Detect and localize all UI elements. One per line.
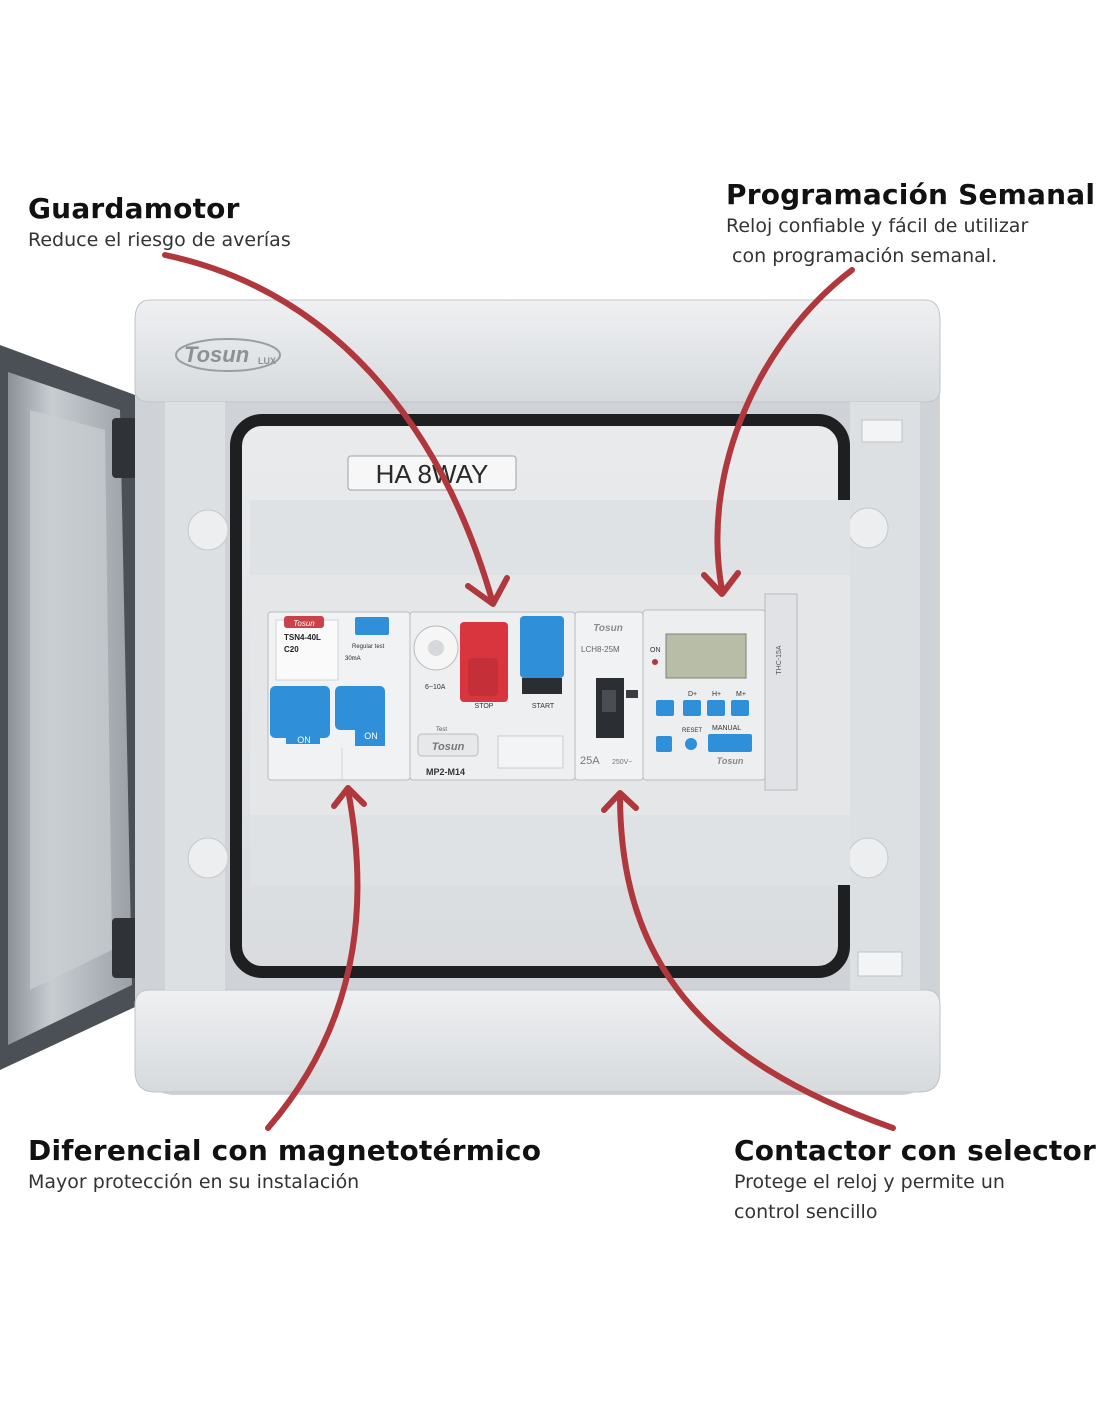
timer-reset-label: RESET — [682, 728, 702, 734]
mp-test-label: Test — [436, 727, 447, 733]
mp-range: 6~10A — [425, 684, 446, 691]
rcbo-sensitivity: 30mA — [345, 656, 361, 662]
enclosure-brand-suffix: LUX — [258, 356, 276, 366]
mp-brand: Tosun — [432, 741, 465, 753]
contactor-rating: 25A — [580, 755, 600, 767]
arrow-programacion — [714, 267, 855, 593]
callout-guardamotor: Guardamotor Reduce el riesgo de averías — [28, 192, 291, 255]
callout-programacion-title: Programación Semanal — [726, 178, 1096, 211]
timer-h-label: H+ — [712, 691, 721, 698]
rcbo-on-right: ON — [364, 731, 378, 741]
contactor: Tosun LCH8-25M 25A 250V~ — [574, 611, 644, 781]
timer-model: THC-15A — [776, 645, 783, 675]
callout-diferencial-desc: Mayor protección en su instalación — [28, 1171, 360, 1193]
callout-contactor: Contactor con selector Protege el reloj … — [734, 1134, 1096, 1227]
arrow-diferencial-head — [331, 785, 367, 809]
callout-diferencial-title: Diferencial con magnetotérmico — [28, 1134, 542, 1167]
enclosure-brand-text: Tosun — [184, 342, 249, 367]
timer-h-button[interactable] — [707, 700, 725, 716]
timer-manual-label: MANUAL — [712, 725, 741, 732]
rcbo-test-label: Regular test — [352, 644, 385, 650]
contactor-voltage: 250V~ — [612, 759, 632, 766]
rcbo-test-button[interactable] — [355, 617, 389, 635]
timer-lcd — [665, 633, 747, 679]
timer-d-button[interactable] — [683, 700, 701, 716]
start-button[interactable] — [520, 616, 564, 678]
stop-label: STOP — [475, 703, 494, 710]
rcbo-model: TSN4-40L — [284, 633, 321, 642]
timer-clock-button[interactable] — [656, 736, 672, 752]
timer-d-label: D+ — [688, 691, 697, 698]
contactor-model: LCH8-25M — [581, 645, 620, 654]
timer-m-button[interactable] — [731, 700, 749, 716]
weekly-timer: THC-15A ON D+ H+ M+ RESET MANUAL Tosun — [642, 593, 798, 791]
timer-on-label: ON — [650, 647, 661, 654]
rcbo-brand: Tosun — [293, 619, 315, 628]
callout-programacion-desc-2: con programación semanal. — [726, 245, 998, 267]
rcbo-breaker: Tosun TSN4-40L C20 30mA Regular test ON … — [267, 611, 411, 781]
callout-programacion: Programación Semanal Reloj confiable y f… — [726, 178, 1095, 271]
arrow-contactor-head — [601, 790, 639, 813]
callout-contactor-desc-1: Protege el reloj y permite un — [734, 1171, 1005, 1193]
annotation-arrows — [162, 252, 896, 1131]
contactor-brand: Tosun — [593, 623, 623, 634]
timer-prog-button[interactable] — [656, 700, 674, 716]
arrow-programacion-head — [701, 570, 741, 597]
callout-contactor-title: Contactor con selector — [734, 1134, 1096, 1167]
callout-diferencial: Diferencial con magnetotérmico Mayor pro… — [28, 1134, 541, 1197]
motor-protector: 6~10A STOP START Test Tosun MP2-M14 — [409, 611, 576, 781]
rcbo-rating: C20 — [284, 645, 299, 654]
callout-guardamotor-desc: Reduce el riesgo de averías — [28, 229, 291, 251]
timer-reset-button[interactable] — [685, 738, 697, 750]
callout-programacion-desc-1: Reloj confiable y fácil de utilizar — [726, 215, 1029, 237]
rcbo-on-left: ON — [297, 735, 311, 745]
timer-m-label: M+ — [736, 691, 746, 698]
label-text: HA 8WAY — [376, 459, 489, 489]
arrow-guardamotor-head — [465, 575, 510, 607]
arrow-guardamotor — [162, 252, 495, 603]
timer-brand: Tosun — [717, 756, 744, 766]
timer-manual-button[interactable] — [708, 734, 752, 752]
callout-guardamotor-title: Guardamotor — [28, 192, 240, 225]
start-label: START — [532, 703, 555, 710]
enclosure-logo: Tosun LUX — [175, 338, 281, 372]
arrow-contactor — [617, 792, 896, 1131]
callout-contactor-desc-2: control sencillo — [734, 1201, 878, 1223]
arrow-diferencial — [265, 787, 361, 1131]
mp-model: MP2-M14 — [426, 767, 465, 777]
enclosure-label: HA 8WAY — [347, 455, 517, 491]
